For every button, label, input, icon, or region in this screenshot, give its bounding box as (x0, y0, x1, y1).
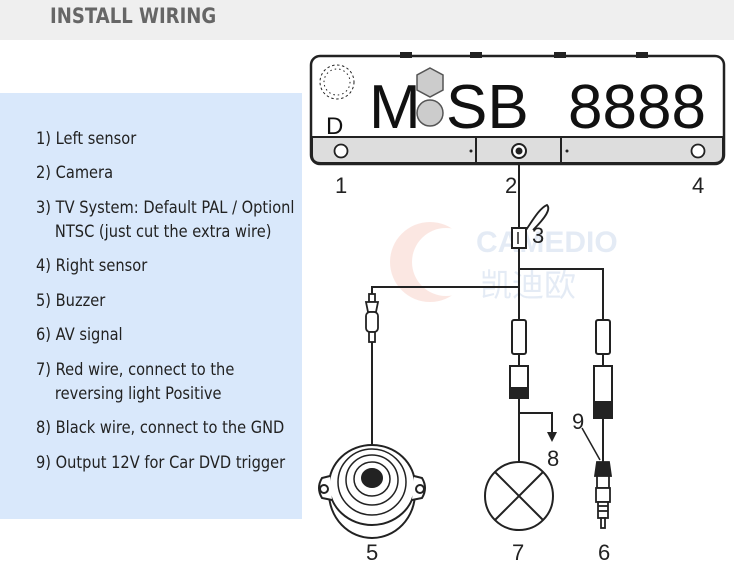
legend-item-12v-output: 9) Output 12V for Car DVD trigger (36, 451, 294, 475)
legend-item-text: 9) Output 12V for Car DVD trigger (36, 453, 286, 473)
power-connector-top (511, 319, 527, 355)
legend-item-tv-system: 3) TV System: Default PAL / Optionl NTSC… (36, 196, 294, 244)
av-connector-band (593, 401, 613, 419)
power-connectors (509, 319, 529, 399)
label-av-signal: 6 (598, 540, 610, 565)
page-title: INSTALL WIRING (50, 4, 217, 28)
plate-country-code: D (326, 113, 343, 140)
av-connector-top (595, 319, 611, 355)
header-bar (0, 0, 734, 40)
wires (371, 164, 604, 462)
label-tv-system: 3 (532, 223, 544, 248)
plate-clip (554, 52, 566, 58)
label-red-wire: 7 (512, 540, 524, 565)
right-sensor-eye (690, 143, 706, 159)
label-12v-output: 9 (572, 409, 584, 434)
buzzer-connector (364, 293, 380, 343)
label-right-sensor: 4 (692, 173, 704, 198)
tv-jumper (511, 203, 550, 249)
plate-dot (469, 149, 473, 153)
plate-dot (565, 149, 569, 153)
legend-item-text: 8) Black wire, connect to the GND (36, 418, 285, 438)
lamp-icon (484, 461, 554, 531)
legend-panel: 1) Left sensor 2) Camera 3) TV System: D… (0, 93, 302, 519)
watermark-chinese: 凯迪欧 (480, 267, 576, 303)
legend-item-left-sensor: 1) Left sensor (36, 127, 294, 151)
label-left-sensor: 1 (335, 173, 347, 198)
av-wire-top (519, 268, 604, 320)
plate-clip (400, 52, 412, 58)
legend-item-text-cont: reversing light Positive (54, 384, 222, 404)
watermark-latin: CAMEDIO (476, 226, 618, 259)
plate-digits: 8888 (568, 73, 706, 142)
legend-item-right-sensor: 4) Right sensor (36, 254, 294, 278)
buzzer-icon (318, 444, 426, 539)
legend-item-text: 6) AV signal (36, 325, 123, 345)
gnd-arrow-icon (547, 432, 557, 442)
legend-item-text: 5) Buzzer (36, 291, 106, 311)
plate-clip (636, 52, 648, 58)
watermark: CAMEDIO 凯迪欧 (390, 222, 618, 303)
legend-item-buzzer: 5) Buzzer (36, 289, 294, 313)
jumper-connector (511, 227, 527, 249)
gnd-wire (519, 412, 553, 432)
legend-item-text: 4) Right sensor (36, 256, 148, 276)
plate-letter-left: M (369, 73, 421, 142)
legend-item-av-signal: 6) AV signal (36, 323, 294, 347)
av-connectors (593, 319, 613, 419)
license-plate: D M SB 8888 (309, 52, 726, 166)
left-sensor-eye (333, 143, 349, 159)
plate-sticker-hexagon (416, 67, 444, 98)
legend-item-red-wire: 7) Red wire, connect to the reversing li… (36, 358, 294, 406)
watermark-logo (390, 222, 470, 302)
label-buzzer: 5 (366, 540, 378, 565)
plate-clip (470, 52, 482, 58)
legend-item-camera: 2) Camera (36, 161, 294, 185)
rca-plug-icon (593, 461, 613, 529)
camera-lens-center (515, 147, 523, 155)
jumper-loop (525, 203, 550, 231)
label-camera: 2 (505, 173, 517, 198)
legend-item-text: 1) Left sensor (36, 129, 137, 149)
watermark-logo-cut (412, 228, 480, 296)
plate-letters-mid: SB (446, 73, 529, 142)
legend-item-black-wire: 8) Black wire, connect to the GND (36, 416, 294, 440)
plate-sticker-circle (416, 99, 444, 127)
legend-item-text: 2) Camera (36, 163, 114, 183)
leader-9 (581, 427, 601, 461)
power-connector-band (509, 387, 529, 399)
legend-item-text: 7) Red wire, connect to the (36, 360, 235, 380)
eu-stars-icon (319, 64, 355, 100)
label-black-wire: 8 (547, 446, 559, 471)
legend-item-text: 3) TV System: Default PAL / Optionl (36, 198, 295, 218)
legend-item-text-cont: NTSC (just cut the extra wire) (54, 222, 272, 242)
